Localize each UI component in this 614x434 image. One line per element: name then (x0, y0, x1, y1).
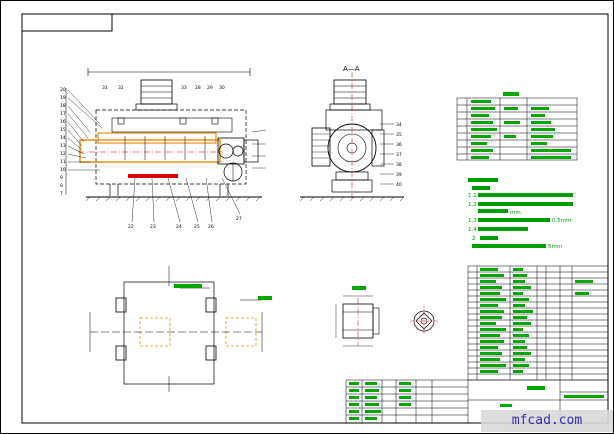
callout-front-top-5: 30 (219, 85, 225, 91)
callout-front-left-10: 10 (60, 167, 66, 173)
callout-front-left-5: 15 (60, 127, 66, 133)
plan-view-label (174, 284, 202, 288)
front-view (65, 68, 267, 223)
callout-front-top-2: 33 (181, 85, 187, 91)
callout-front-left-3: 17 (60, 111, 66, 117)
detail-label (352, 286, 366, 290)
main-housing (95, 109, 247, 185)
title-block (345, 379, 609, 424)
note-line-6: 1.4 (468, 227, 477, 233)
callout-section-3: 37 (396, 152, 402, 158)
section-motor (311, 127, 331, 167)
drawing-frame (21, 13, 609, 424)
title-block-fills (349, 382, 604, 420)
callout-front-bottom-2: 24 (176, 224, 182, 230)
callout-front-left-11: 9 (60, 175, 63, 181)
callout-front-top-3: 28 (195, 85, 201, 91)
section-view (299, 72, 405, 202)
callout-front-left-12: 8 (60, 183, 63, 189)
front-callouts: 20 19 18 17 16 15 14 13 12 11 10 9 8 7 3… (60, 85, 242, 230)
callout-front-left-6: 14 (60, 135, 66, 141)
note-line-1: 1.1 (468, 193, 477, 199)
callout-front-left-0: 20 (60, 87, 66, 93)
detail-view (335, 295, 380, 347)
note-line-5: 0.5mm (552, 218, 571, 224)
callout-section-0: 34 (396, 122, 402, 128)
note-line-3: mm (510, 210, 521, 216)
callout-front-top-4: 29 (207, 85, 213, 91)
parameter-table (456, 97, 578, 161)
technical-notes: 1.1 1.2 mm 1.3 0.5mm 1.4 2 5mm (468, 178, 573, 250)
note-line-4: 1.3 (468, 218, 477, 224)
note-line-8: 5mm (548, 244, 562, 250)
callout-front-top-1: 32 (118, 85, 124, 91)
callout-front-top-0: 31 (102, 85, 108, 91)
callout-section-5: 39 (396, 172, 402, 178)
flange-view (410, 306, 438, 336)
callout-front-left-9: 11 (60, 159, 66, 165)
callout-section-2: 36 (396, 142, 402, 148)
screw-trough (79, 139, 221, 163)
parts-list-fills (480, 268, 593, 373)
callout-front-left-1: 19 (60, 95, 66, 101)
watermark: mfcad.com (481, 410, 613, 432)
callout-front-left-7: 13 (60, 143, 66, 149)
callout-front-bottom-4: 26 (208, 224, 214, 230)
foundation-bolt-block (115, 297, 127, 313)
drawing-number-box (21, 13, 113, 32)
callout-front-left-13: 7 (60, 191, 63, 197)
gearbox (217, 137, 245, 165)
note-line-7: 2 (472, 236, 476, 242)
callout-front-left-2: 18 (60, 103, 66, 109)
callout-section-6: 40 (396, 182, 402, 188)
callout-front-bottom-1: 23 (150, 224, 156, 230)
callout-front-bottom-5: 27 (236, 216, 242, 222)
note-line-2: 1.2 (468, 202, 477, 208)
callout-front-left-4: 16 (60, 119, 66, 125)
motor (243, 139, 259, 163)
discharge-outlet (128, 174, 178, 178)
parameter-table-fills (471, 92, 571, 159)
section-callouts: 34 35 36 37 38 39 40 (396, 122, 402, 188)
plan-view-callout (258, 296, 272, 300)
callout-section-4: 38 (396, 162, 402, 168)
callout-front-left-8: 12 (60, 151, 66, 157)
callout-front-bottom-3: 25 (194, 224, 200, 230)
callout-front-bottom-0: 22 (128, 224, 134, 230)
plan-view (89, 266, 263, 392)
callout-section-1: 35 (396, 132, 402, 138)
section-label: A—A (343, 65, 360, 73)
